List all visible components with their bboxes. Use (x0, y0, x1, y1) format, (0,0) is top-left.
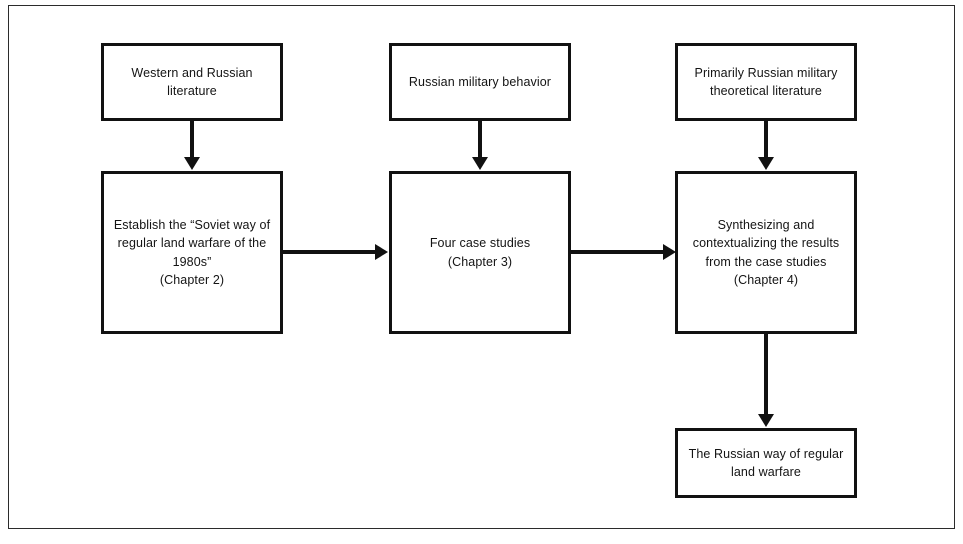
node-russian-military-behavior[interactable]: Russian military behavior (389, 43, 571, 121)
connector-behavior-to-case-studies-line (478, 119, 482, 159)
connector-establish-to-case-studies-line (281, 250, 376, 254)
figure-frame: Western and Russian literature Russian m… (8, 5, 955, 529)
node-synthesizing-contextualizing[interactable]: Synthesizing and contextualizing the res… (675, 171, 857, 334)
node-primarily-russian-military-theoretical-literature[interactable]: Primarily Russian military theoretical l… (675, 43, 857, 121)
connector-case-studies-to-synthesizing-arrowhead (663, 244, 676, 260)
node-establish-soviet-way[interactable]: Establish the “Soviet way of regular lan… (101, 171, 283, 334)
connector-synthesizing-to-russian-way-line (764, 332, 768, 416)
connector-establish-to-case-studies-arrowhead (375, 244, 388, 260)
connector-case-studies-to-synthesizing-line (569, 250, 664, 254)
node-four-case-studies[interactable]: Four case studies (Chapter 3) (389, 171, 571, 334)
connector-literature-to-establish-line (190, 119, 194, 159)
connector-theoretical-to-synthesizing-line (764, 119, 768, 159)
connector-theoretical-to-synthesizing-arrowhead (758, 157, 774, 170)
connector-synthesizing-to-russian-way-arrowhead (758, 414, 774, 427)
connector-behavior-to-case-studies-arrowhead (472, 157, 488, 170)
node-russian-way-of-regular-land-warfare[interactable]: The Russian way of regular land warfare (675, 428, 857, 498)
node-western-russian-literature[interactable]: Western and Russian literature (101, 43, 283, 121)
connector-literature-to-establish-arrowhead (184, 157, 200, 170)
